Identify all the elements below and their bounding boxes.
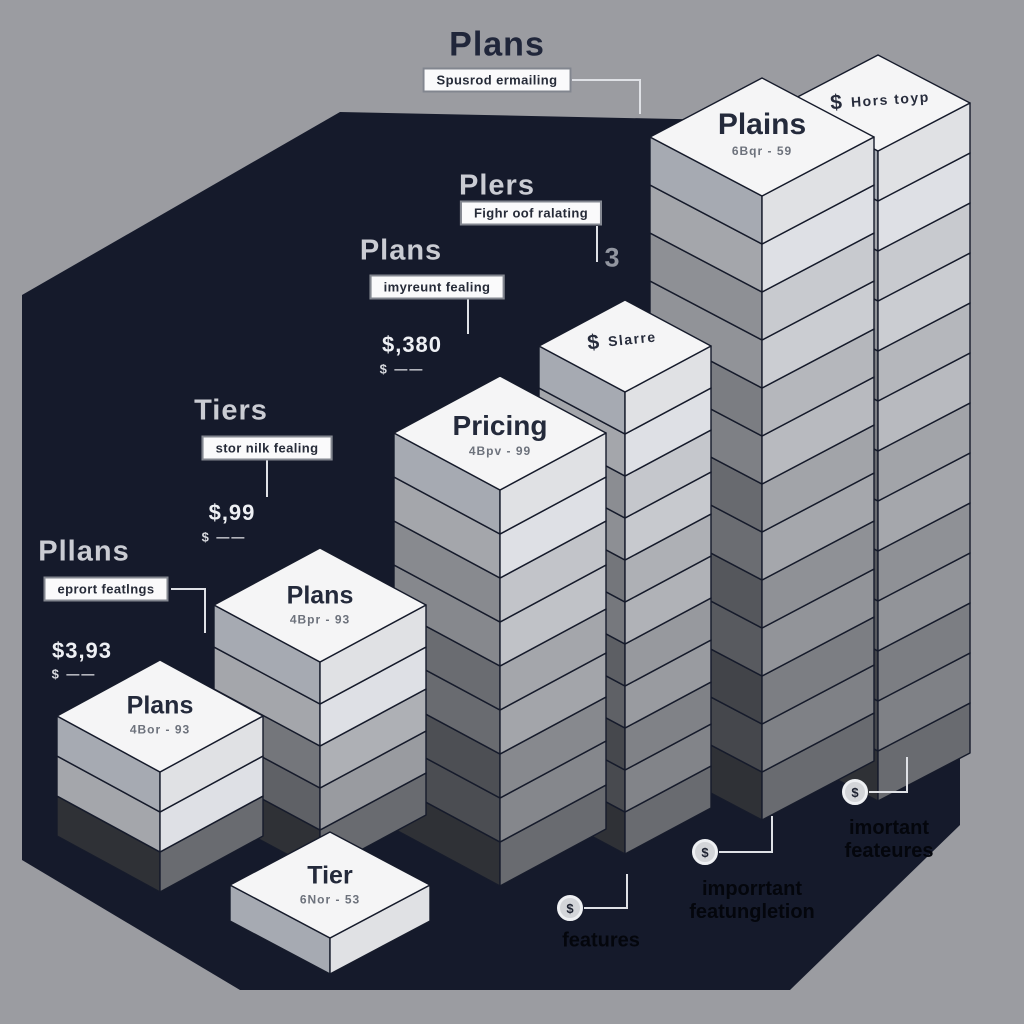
heading-plers: Plers	[459, 169, 535, 202]
connector-line-pllans	[171, 588, 206, 633]
stack-label-tier-block: Tier 6Nor - 53	[300, 862, 360, 907]
stack-tiers-main	[213, 547, 427, 873]
dollar-coin-icon: $	[557, 895, 583, 921]
dollar-icon: $	[829, 90, 843, 115]
stack-subtitle: 6Bqr - 59	[731, 144, 793, 158]
stack-subtitle: 4Bpv - 99	[468, 444, 532, 458]
slab-face	[538, 299, 712, 393]
stacks-layer	[56, 54, 971, 975]
price-pllans: $3,93	[51, 638, 113, 663]
stack-label-plans-small: Plans 4Bor - 93	[127, 692, 194, 737]
stack-subtitle: 6Nor - 53	[299, 892, 361, 907]
heading-plans-mid: Plans	[359, 234, 443, 267]
connector-line-top	[572, 79, 641, 114]
stack-label-tiers-main: Plans 4Bpr - 93	[287, 582, 354, 627]
stack-subtitle: 4Bor - 93	[129, 722, 191, 737]
stack-title: Plans	[126, 691, 194, 720]
heading-plans-top: Plans	[449, 25, 545, 64]
price-sub-plans-mid: $ ——	[379, 361, 425, 377]
connector-lines-layer	[171, 79, 908, 909]
heading-pllans: Pllans	[38, 535, 130, 568]
annotation-line: featungletion	[689, 901, 815, 923]
slab-face	[649, 77, 875, 197]
dollar-coin-icon: $	[692, 839, 718, 865]
annotation-line: imortant	[849, 817, 929, 839]
stack-label-pricing: Pricing 4Bpv - 99	[453, 410, 548, 458]
callout-tiers: stor nilk fealing	[201, 435, 333, 461]
annotation-important-1: imporrtant featungletion	[689, 878, 815, 924]
connector-line-important-1	[719, 816, 773, 853]
callout-plans-mid: imyreunt fealing	[369, 274, 505, 300]
heading-tiers: Tiers	[194, 394, 268, 427]
annotation-line: feateures	[844, 840, 934, 862]
annotation-features: features	[562, 930, 640, 953]
annotation-important-2: imortant feateures	[845, 817, 934, 863]
slab-face	[229, 831, 431, 939]
stack-plans-small	[56, 659, 264, 893]
price-plans-mid: $,380	[381, 332, 443, 357]
stack-title: Pricing	[452, 410, 548, 441]
stack-tier-block	[229, 831, 431, 975]
stack-subtitle: Hors toyp	[850, 88, 931, 111]
annotation-line: features	[562, 929, 640, 952]
connector-line-important-2	[869, 757, 908, 793]
dollar-icon: $	[586, 330, 601, 355]
stack-subtitle: Slarre	[607, 328, 658, 350]
price-sub-pllans: $ ——	[51, 666, 97, 682]
stack-title: Plans	[286, 581, 354, 610]
annotation-line: imporrtant	[701, 878, 802, 900]
slab-face	[393, 375, 607, 491]
stack-label-plains-front: Plains 6Bqr - 59	[718, 108, 806, 158]
price-tiers: $,99	[208, 500, 256, 525]
connector-line-features	[584, 874, 628, 909]
dollar-coin-icon: $	[842, 779, 868, 805]
slab-face	[56, 659, 264, 773]
callout-pllans: eprort featlngs	[43, 576, 169, 602]
slab-face	[213, 547, 427, 663]
stack-subtitle: 4Bpr - 93	[289, 612, 351, 627]
callout-plers: Fighr oof ralating	[459, 200, 603, 226]
number-label: 3	[604, 242, 620, 273]
price-sub-tiers: $ ——	[201, 529, 247, 545]
stack-title: Plains	[717, 108, 807, 141]
stack-title: Tier	[307, 861, 353, 890]
callout-plans-top: Spusrod ermailing	[422, 67, 572, 93]
